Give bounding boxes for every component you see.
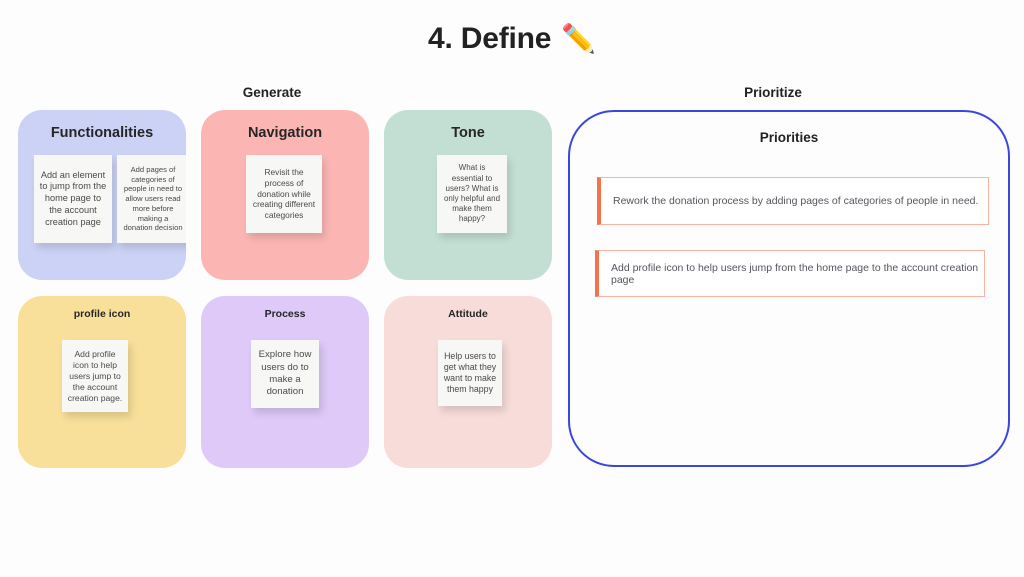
sticky-note[interactable]: Help users to get what they want to make… bbox=[438, 340, 502, 406]
group-heading-generate: Generate bbox=[242, 85, 302, 100]
category-card-functionalities[interactable]: Functionalities Add an element to jump f… bbox=[18, 110, 186, 280]
group-heading-prioritize: Prioritize bbox=[744, 85, 802, 100]
sticky-note[interactable]: What is essential to users? What is only… bbox=[437, 155, 507, 233]
category-title-process: Process bbox=[264, 308, 306, 320]
category-title-tone: Tone bbox=[451, 125, 485, 141]
sticky-note-text: Help users to get what they want to make… bbox=[443, 350, 497, 395]
category-card-navigation[interactable]: Navigation Revisit the process of donati… bbox=[201, 110, 369, 280]
sticky-note[interactable]: Add profile icon to help users jump to t… bbox=[62, 340, 128, 412]
priorities-title: Priorities bbox=[759, 130, 819, 145]
category-title-functionalities: Functionalities bbox=[50, 125, 154, 141]
category-title-navigation: Navigation bbox=[247, 125, 323, 141]
category-title-profile-icon: profile icon bbox=[73, 308, 131, 320]
sticky-note-text: Add an element to jump from the home pag… bbox=[39, 169, 107, 227]
priorities-panel: Priorities Rework the donation process b… bbox=[568, 110, 1010, 467]
priority-item[interactable]: Rework the donation process by adding pa… bbox=[597, 177, 989, 225]
category-title-attitude: Attitude bbox=[448, 308, 488, 320]
sticky-note[interactable]: Add an element to jump from the home pag… bbox=[34, 155, 112, 243]
category-card-process[interactable]: Process Explore how users do to make a d… bbox=[201, 296, 369, 468]
category-card-tone[interactable]: Tone What is essential to users? What is… bbox=[384, 110, 552, 280]
category-card-profile-icon[interactable]: profile icon Add profile icon to help us… bbox=[18, 296, 186, 468]
sticky-note-text: Revisit the process of donation while cr… bbox=[252, 167, 316, 221]
priority-item-text: Add profile icon to help users jump from… bbox=[611, 261, 979, 286]
category-card-attitude[interactable]: Attitude Help users to get what they wan… bbox=[384, 296, 552, 468]
sticky-note-text: Explore how users do to make a donation bbox=[258, 349, 312, 398]
sticky-note-text: Add profile icon to help users jump to t… bbox=[67, 348, 123, 403]
sticky-note-text: What is essential to users? What is only… bbox=[443, 163, 501, 224]
sticky-note-text: Add pages of categories of people in nee… bbox=[123, 164, 183, 233]
priority-item[interactable]: Add profile icon to help users jump from… bbox=[595, 250, 985, 297]
page-title-text: 4. Define bbox=[428, 22, 552, 55]
page-title: 4. Define ✏️ bbox=[0, 22, 1024, 56]
priority-item-text: Rework the donation process by adding pa… bbox=[613, 195, 979, 207]
pencil-icon: ✏️ bbox=[561, 23, 596, 54]
sticky-note[interactable]: Explore how users do to make a donation bbox=[251, 340, 319, 408]
sticky-note[interactable]: Revisit the process of donation while cr… bbox=[246, 155, 322, 233]
sticky-note[interactable]: Add pages of categories of people in nee… bbox=[117, 155, 186, 243]
